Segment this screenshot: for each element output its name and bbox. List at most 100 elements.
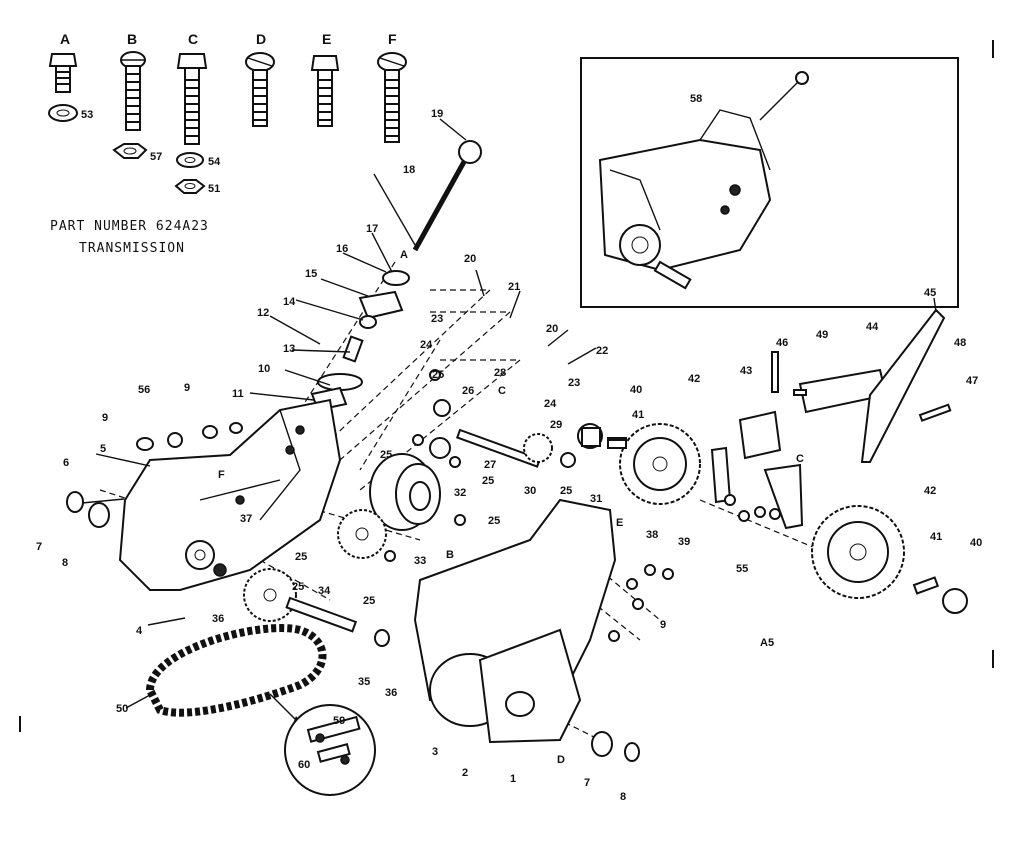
key-letter-e: E <box>322 31 331 47</box>
leader-lines <box>81 118 937 709</box>
nut-9 <box>136 437 154 451</box>
bearing-8-left <box>88 502 110 528</box>
callout-4: 4 <box>136 625 143 637</box>
callout-7-left: 7 <box>36 541 42 553</box>
callout-33: 33 <box>414 555 426 567</box>
callout-28: 28 <box>494 367 506 379</box>
nut-9b <box>202 425 218 439</box>
chain-link-detail <box>269 693 376 796</box>
bolt-a-icon <box>48 53 78 93</box>
callout-48: 48 <box>954 337 966 349</box>
nut-9d <box>626 578 638 590</box>
nut-9e <box>632 598 644 610</box>
callout-25-h: 25 <box>488 515 500 527</box>
letter-c-lower: C <box>796 453 804 465</box>
drive-chain <box>145 624 327 717</box>
nut-39 <box>662 568 674 580</box>
letter-a-label: A <box>400 249 408 261</box>
callout-9-top: 9 <box>184 382 190 394</box>
callout-16: 16 <box>336 243 348 255</box>
callout-25-f: 25 <box>482 475 494 487</box>
callout-8-right: 8 <box>620 791 626 803</box>
callout-47: 47 <box>966 375 978 387</box>
callout-55: 55 <box>736 563 748 575</box>
screw-b-icon <box>120 51 146 131</box>
callout-45: 45 <box>924 287 936 299</box>
callout-26: 26 <box>462 385 474 397</box>
callout-49: 49 <box>816 329 828 341</box>
callout-24-a: 24 <box>420 339 433 351</box>
right-housing <box>413 498 617 744</box>
callout-8-left: 8 <box>62 557 68 569</box>
wheel-upper <box>619 423 701 505</box>
callout-25-c: 25 <box>363 595 375 607</box>
pin-41-upper <box>607 439 627 449</box>
nut-38 <box>644 564 656 576</box>
wheel-lower <box>811 505 905 599</box>
callout-39: 39 <box>678 536 690 548</box>
hex-nut-icon <box>112 143 148 159</box>
part-number-title: PART NUMBER 624A23 <box>50 219 209 234</box>
callout-36-left: 36 <box>212 613 224 625</box>
callout-41-lower: 41 <box>930 531 942 543</box>
hardware-key: A 53 B 57 C <box>48 31 407 195</box>
callout-14: 14 <box>283 296 296 308</box>
split-washer-icon <box>176 152 204 168</box>
letter-d-label: D <box>557 754 565 766</box>
callout-19: 19 <box>431 108 443 120</box>
lock-washer-icon <box>48 104 78 122</box>
callout-46: 46 <box>776 337 788 349</box>
key-letter-b: B <box>127 31 137 47</box>
nut-label-57: 57 <box>150 151 162 163</box>
callout-3: 3 <box>432 746 438 758</box>
bolt-e-icon <box>310 55 340 127</box>
callout-35: 35 <box>358 676 370 688</box>
nut-9c <box>229 422 243 434</box>
key-letter-a: A <box>60 31 70 47</box>
callout-40-upper: 40 <box>630 384 642 396</box>
callout-59-detail: 59 <box>333 715 345 727</box>
callout-5: 5 <box>100 443 106 455</box>
callout-25-a: 25 <box>295 551 307 563</box>
callout-29: 29 <box>550 419 562 431</box>
callout-42-lower: 42 <box>924 485 936 497</box>
letter-c-upper: C <box>498 385 506 397</box>
center-gears <box>243 369 627 633</box>
callout-11: 11 <box>232 388 244 400</box>
callout-43: 43 <box>740 365 752 377</box>
key-letter-f: F <box>388 31 397 47</box>
callout-44: 44 <box>866 321 879 333</box>
callout-9-right: 9 <box>660 619 666 631</box>
callout-36-right: 36 <box>385 687 397 699</box>
callout-15: 15 <box>305 268 317 280</box>
callout-20-left: 20 <box>464 253 476 265</box>
callout-58: 58 <box>690 93 702 105</box>
callout-37: 37 <box>240 513 252 525</box>
left-housing <box>118 398 342 591</box>
screw-f-icon <box>377 52 407 143</box>
transmission-subtitle: TRANSMISSION <box>79 241 185 256</box>
diagram-code: A5 <box>760 637 774 649</box>
assembled-transmission-inset: 58 <box>580 57 959 308</box>
washer-8-right <box>624 742 640 762</box>
washer-label-54: 54 <box>208 156 221 168</box>
callout-20-right: 20 <box>546 323 558 335</box>
callout-13: 13 <box>283 343 295 355</box>
callout-25-e: 25 <box>380 449 392 461</box>
callout-27: 27 <box>484 459 496 471</box>
callout-9-left: 9 <box>102 412 108 424</box>
hitch-bracket <box>710 308 952 530</box>
callout-22: 22 <box>596 345 608 357</box>
callout-25-b: 25 <box>292 581 304 593</box>
callout-31: 31 <box>590 493 602 505</box>
callout-41-upper: 41 <box>632 409 644 421</box>
callout-34: 34 <box>318 585 331 597</box>
nut-9f <box>608 630 620 642</box>
callout-30: 30 <box>524 485 536 497</box>
letter-b-label: B <box>446 549 454 561</box>
callout-17: 17 <box>366 223 378 235</box>
washer-36 <box>374 629 390 647</box>
nut-label-51: 51 <box>208 183 220 195</box>
pin-41-lower <box>912 576 940 595</box>
